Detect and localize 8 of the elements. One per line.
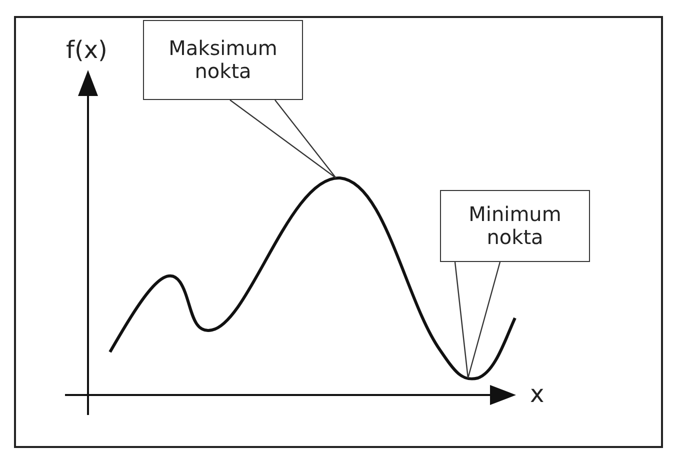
- leader-line: [230, 100, 337, 179]
- leader-line: [454, 262, 501, 379]
- callout-text: Maksimum nokta: [168, 37, 278, 83]
- callout-box: [440, 190, 590, 262]
- callout-box: [143, 20, 303, 100]
- axis-label: x: [530, 380, 544, 408]
- callout-text: Minimum nokta: [468, 203, 562, 249]
- axis-label: f(x): [66, 36, 108, 64]
